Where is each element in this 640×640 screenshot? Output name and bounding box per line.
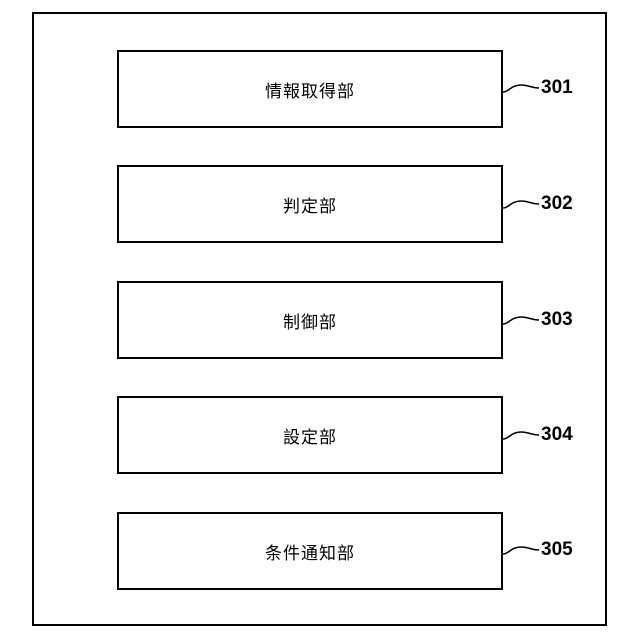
block-label: 情報取得部 (265, 77, 355, 102)
block-label: 設定部 (283, 423, 337, 448)
block-condition-notification: 条件通知部 (117, 512, 503, 590)
reference-number: 305 (541, 540, 573, 560)
reference-number: 304 (541, 425, 573, 445)
block-control: 制御部 (117, 281, 503, 359)
reference-leader-line (503, 541, 539, 561)
block-label: 制御部 (283, 308, 337, 333)
block-label: 判定部 (283, 192, 337, 217)
block-label: 条件通知部 (265, 539, 355, 564)
reference-leader-line (503, 426, 539, 446)
block-determination: 判定部 (117, 165, 503, 243)
reference-leader-line (503, 311, 539, 331)
reference-leader-line (503, 79, 539, 99)
block-information-acquisition: 情報取得部 (117, 50, 503, 128)
reference-number: 301 (541, 78, 573, 98)
reference-number: 302 (541, 194, 573, 214)
reference-leader-line (503, 195, 539, 215)
block-setting: 設定部 (117, 396, 503, 474)
reference-number: 303 (541, 310, 573, 330)
